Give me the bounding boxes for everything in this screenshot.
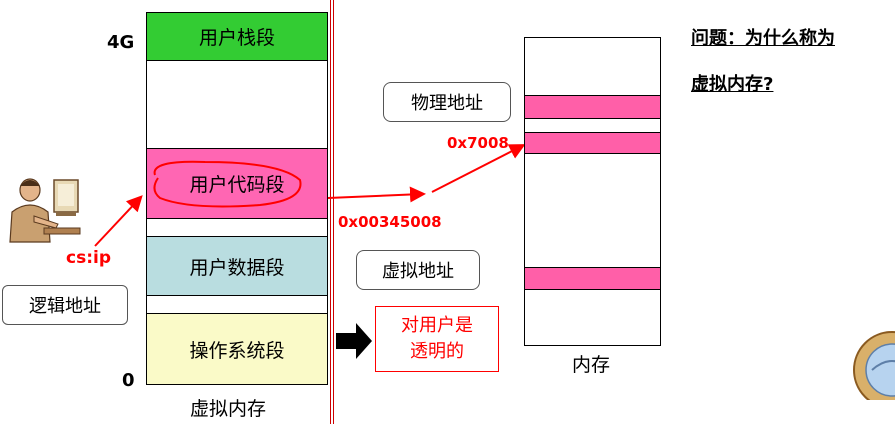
virtual-address-callout: 虚拟地址 <box>356 250 480 290</box>
physical-memory-caption: 内存 <box>572 354 611 376</box>
memory-band-2 <box>525 132 660 154</box>
question-line-2: 虚拟内存? <box>691 74 774 95</box>
label-4g: 4G <box>107 32 135 53</box>
transparency-note: 对用户是 透明的 <box>375 306 499 372</box>
virtual-address-value: 0x00345008 <box>338 213 442 231</box>
cs-ip-label: cs:ip <box>66 248 111 268</box>
physical-address-callout: 物理地址 <box>383 82 511 122</box>
physical-address-value: 0x7008 <box>447 134 509 152</box>
transparency-line-1: 对用户是 <box>401 315 473 336</box>
os-logo <box>852 330 895 400</box>
segment-os: 操作系统段 <box>146 313 328 385</box>
divider-line <box>330 0 334 424</box>
memory-band-1 <box>525 95 660 119</box>
memory-band-3 <box>525 267 660 290</box>
segment-user-stack: 用户栈段 <box>146 12 328 61</box>
question-line-1: 问题：为什么称为 <box>691 28 835 49</box>
os-logo-icon <box>853 331 895 400</box>
code-segment-oval <box>153 160 302 208</box>
transparency-arrow <box>336 323 372 359</box>
segment-user-data: 用户数据段 <box>146 236 328 296</box>
logical-address-callout: 逻辑地址 <box>2 285 128 325</box>
transparency-line-2: 透明的 <box>410 341 464 362</box>
label-0: 0 <box>122 370 135 391</box>
arrow-code-to-virtual <box>327 186 426 203</box>
physical-memory <box>524 37 661 346</box>
arrow-virtual-to-physical <box>431 144 526 193</box>
person-at-computer-icon <box>9 178 81 243</box>
virtual-memory-caption: 虚拟内存 <box>190 398 267 420</box>
arrow-csip-to-code <box>94 195 143 247</box>
